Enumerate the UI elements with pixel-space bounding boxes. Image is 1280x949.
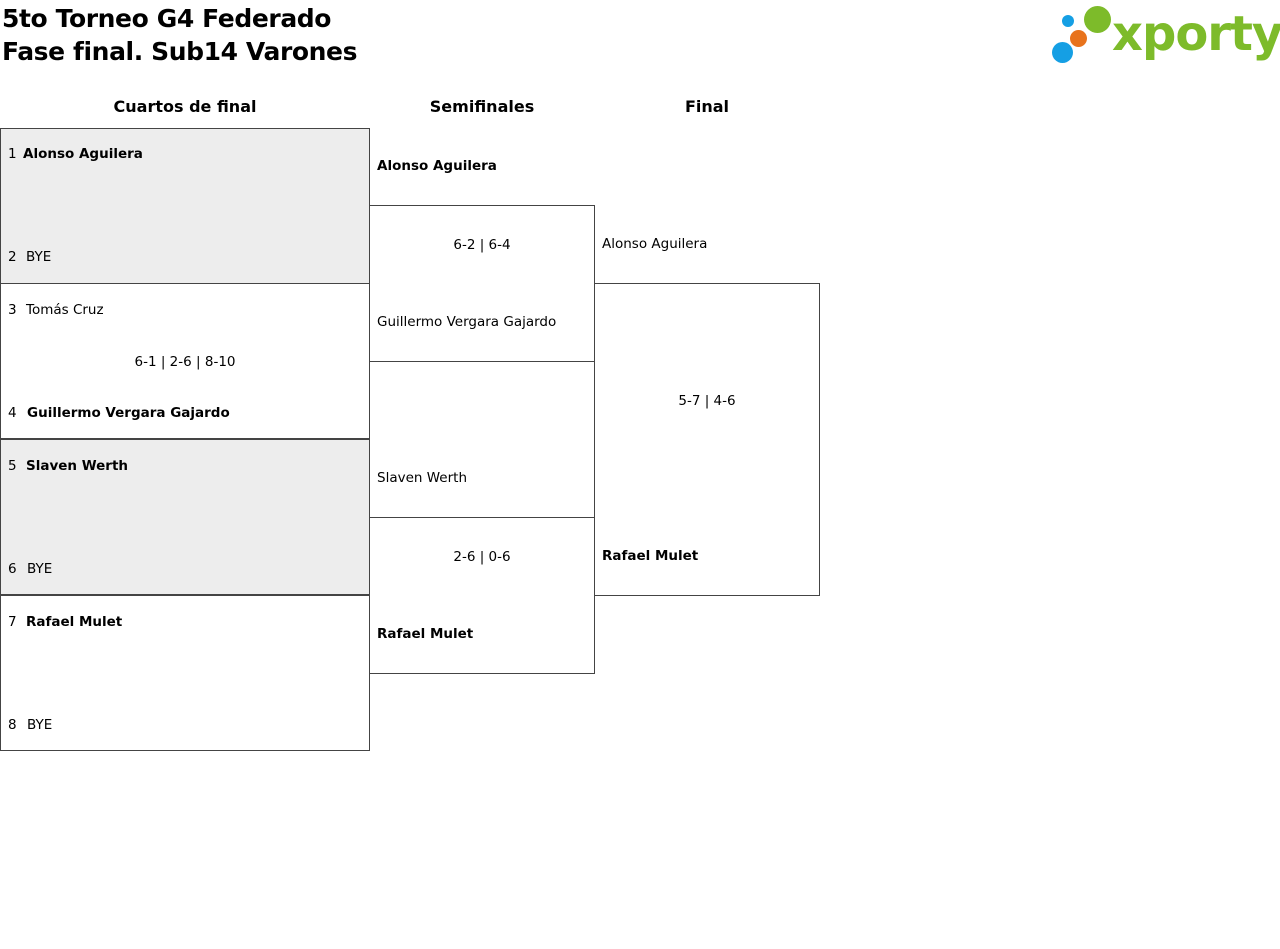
qf1-player-1[interactable]: 1 Alonso Aguilera <box>8 145 143 163</box>
seed-number: 4 <box>8 405 17 421</box>
round-title-semifinals: Semifinales <box>429 97 535 116</box>
qf2-score: 6-1 | 2-6 | 8-10 <box>134 354 236 370</box>
seed-number: 3 <box>8 302 17 318</box>
title-line-2: Fase final. Sub14 Varones <box>2 37 358 66</box>
player-name: Guillermo Vergara Gajardo <box>27 405 230 421</box>
final-match <box>594 283 820 596</box>
qf3-player-1[interactable]: 5 Slaven Werth <box>8 457 128 475</box>
seed-number: 1 <box>8 146 17 162</box>
qf1-player-2: 2 BYE <box>8 248 51 266</box>
logo-dot-green <box>1084 6 1111 33</box>
final-score: 5-7 | 4-6 <box>678 393 736 409</box>
seed-number: 2 <box>8 249 17 265</box>
final-player-2[interactable]: Rafael Mulet <box>602 548 699 564</box>
player-name: Alonso Aguilera <box>23 146 143 162</box>
round-title-quarterfinals: Cuartos de final <box>113 97 257 116</box>
semifinal-match-2 <box>369 517 595 674</box>
seed-number: 6 <box>8 561 17 577</box>
sf1-score: 6-2 | 6-4 <box>453 237 511 253</box>
round-title-final: Final <box>684 97 730 116</box>
final-player-1[interactable]: Alonso Aguilera <box>602 236 708 252</box>
qf2-player-1[interactable]: 3 Tomás Cruz <box>8 301 104 319</box>
qf4-player-2: 8 BYE <box>8 716 52 734</box>
sf2-player-1[interactable]: Slaven Werth <box>377 470 467 486</box>
tournament-title: 5to Torneo G4 Federado Fase final. Sub14… <box>2 2 357 68</box>
logo-wordmark: xporty <box>1112 6 1280 62</box>
player-name: BYE <box>27 717 53 733</box>
qf2-player-2[interactable]: 4 Guillermo Vergara Gajardo <box>8 404 230 422</box>
sf1-player-1[interactable]: Alonso Aguilera <box>377 158 497 174</box>
qf4-player-1[interactable]: 7 Rafael Mulet <box>8 613 122 631</box>
player-name: BYE <box>26 249 52 265</box>
sf2-score: 2-6 | 0-6 <box>453 549 511 565</box>
seed-number: 7 <box>8 614 17 630</box>
seed-number: 5 <box>8 458 17 474</box>
logo-dot-blue-small <box>1062 15 1074 27</box>
quarterfinal-match-3 <box>0 439 370 595</box>
player-name: BYE <box>27 561 53 577</box>
semifinal-match-1 <box>369 205 595 362</box>
quarterfinal-match-1 <box>0 128 370 284</box>
title-line-1: 5to Torneo G4 Federado <box>2 4 332 33</box>
logo-dot-blue-large <box>1052 42 1073 63</box>
xporty-logo: xporty <box>1050 4 1280 68</box>
player-name: Slaven Werth <box>26 458 129 474</box>
sf2-player-2[interactable]: Rafael Mulet <box>377 626 474 642</box>
player-name: Tomás Cruz <box>26 302 104 318</box>
qf3-player-2: 6 BYE <box>8 560 52 578</box>
seed-number: 8 <box>8 717 17 733</box>
sf1-player-2[interactable]: Guillermo Vergara Gajardo <box>377 314 557 330</box>
player-name: Rafael Mulet <box>26 614 123 630</box>
logo-dot-orange <box>1070 30 1087 47</box>
